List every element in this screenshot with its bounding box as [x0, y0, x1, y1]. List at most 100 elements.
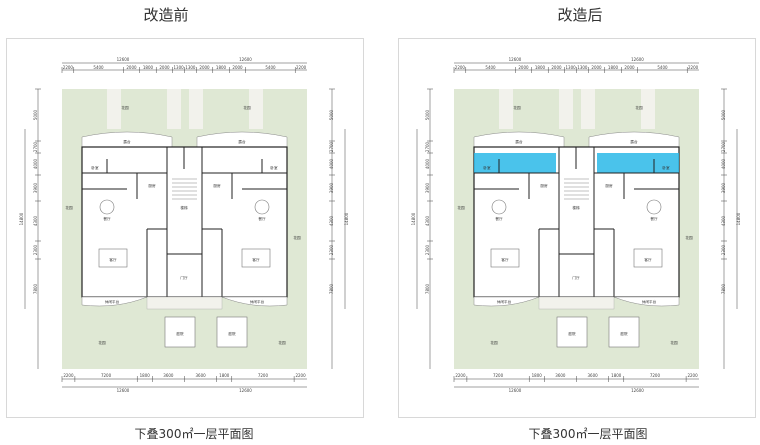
dim-top-seg: 1800	[535, 65, 546, 70]
sofa-set	[241, 248, 271, 268]
highlight-strip-left	[474, 153, 556, 173]
dim-top-seg: 1800	[143, 65, 154, 70]
room-label-garden: 花园	[278, 340, 286, 345]
room-label-leisure: 休闲平台	[105, 299, 120, 304]
garden-path	[167, 89, 181, 129]
dim-top-seg: 2200	[455, 65, 466, 70]
dining-table	[646, 199, 662, 215]
highlight-strip-right	[597, 153, 679, 173]
dim-left-seg: 2300	[425, 244, 430, 255]
dim-left-seg: 2700	[33, 141, 38, 152]
dim-top-seg: 2000	[159, 65, 170, 70]
dim-bottom-total-right: 12600	[239, 388, 252, 393]
room-label-kitchen: 厨房	[148, 183, 156, 188]
dim-right-seg: 5000	[721, 109, 726, 120]
room-label-living: 客厅	[501, 257, 509, 262]
dim-bottom-seg: 2200	[455, 373, 466, 378]
room-label-garden: 花园	[685, 235, 693, 240]
dim-left-seg: 5000	[425, 109, 430, 120]
garden-path	[581, 89, 595, 129]
room-label-kitchen: 厨房	[540, 183, 548, 188]
room-label-garden: 花园	[457, 205, 465, 210]
house-outline	[81, 146, 288, 298]
dim-bottom-seg: 2200	[295, 373, 306, 378]
sofa-set	[633, 248, 663, 268]
dim-left-seg: 2300	[33, 244, 38, 255]
dim-right-seg: 2700	[721, 141, 726, 152]
leisure-right	[221, 296, 288, 307]
dim-right-seg: 2300	[721, 244, 726, 255]
room-label-dining: 餐厅	[650, 216, 658, 221]
before-caption: 下叠300㎡一层平面图	[134, 427, 254, 441]
room-label-bedroom: 卧室	[270, 165, 278, 170]
dim-top-seg: 1300	[174, 65, 185, 70]
dim-bottom-seg: 3600	[196, 373, 207, 378]
room-label-courtyard: 庭院	[176, 331, 184, 336]
entry-path	[538, 296, 615, 310]
dim-left-total: 14800	[19, 212, 24, 225]
dim-left-seg: 4300	[425, 215, 430, 226]
room-label-terrace: 露台	[630, 139, 638, 144]
leisure-left	[473, 296, 540, 307]
dim-left-seg: 2700	[425, 141, 430, 152]
dim-bottom-seg: 3600	[163, 373, 174, 378]
dim-top-seg: 2200	[63, 65, 74, 70]
dim-bottom-seg: 3600	[588, 373, 599, 378]
after-caption: 下叠300㎡一层平面图	[528, 427, 648, 441]
dim-top-seg: 2000	[232, 65, 243, 70]
sofa-set	[98, 248, 128, 268]
room-label-hall: 门厅	[180, 275, 188, 280]
entry-path	[146, 296, 223, 310]
room-label-bedroom: 卧室	[91, 165, 99, 170]
dim-bottom-total-right: 12600	[631, 388, 644, 393]
dim-top-seg: 2200	[688, 65, 699, 70]
dim-right-seg: 7800	[721, 283, 726, 294]
room-label-courtyard: 庭院	[568, 331, 576, 336]
dim-left-seg: 7800	[425, 283, 430, 294]
room-label-dining: 餐厅	[495, 216, 503, 221]
dim-right-seg: 4000	[329, 158, 334, 169]
dim-top-total-left: 12600	[117, 57, 130, 62]
room-label-terrace: 露台	[515, 139, 523, 144]
room-label-dining: 餐厅	[103, 216, 111, 221]
room-label-courtyard: 庭院	[228, 331, 236, 336]
dim-top-seg: 2000	[518, 65, 529, 70]
room-label-leisure: 休闲平台	[497, 299, 512, 304]
garden-path	[189, 89, 203, 129]
dim-top-total-left: 12600	[509, 57, 522, 62]
room-label-living: 客厅	[109, 257, 117, 262]
dim-bottom-seg: 7200	[493, 373, 504, 378]
dim-bottom-seg: 1800	[219, 373, 230, 378]
dim-right-seg: 2300	[329, 244, 334, 255]
dim-bottom-seg: 2200	[687, 373, 698, 378]
room-label-terrace: 露台	[123, 139, 131, 144]
dim-top-seg: 1300	[185, 65, 196, 70]
room-label-stair: 楼梯	[572, 205, 580, 210]
dim-left-seg: 3900	[33, 182, 38, 193]
room-label-garden: 花园	[243, 105, 251, 110]
dim-left-seg: 4300	[33, 215, 38, 226]
courtyard-left	[556, 316, 588, 348]
dim-top-seg: 2000	[126, 65, 137, 70]
room-label-courtyard: 庭院	[620, 331, 628, 336]
dim-bottom-seg: 1800	[611, 373, 622, 378]
dim-top-seg: 1800	[608, 65, 619, 70]
garden-path	[249, 89, 263, 129]
dim-right-seg: 3900	[721, 182, 726, 193]
room-label-garden: 花园	[490, 340, 498, 345]
dim-top-seg: 2200	[296, 65, 307, 70]
dim-bottom-seg: 1800	[140, 373, 151, 378]
room-label-kitchen: 厨房	[213, 183, 221, 188]
dim-top-total-right: 12600	[239, 57, 252, 62]
dim-right-seg: 3900	[329, 182, 334, 193]
room-label-living: 客厅	[252, 257, 260, 262]
dim-bottom-total-left: 12600	[117, 388, 130, 393]
after-title: 改造后	[557, 6, 603, 24]
garden-path	[559, 89, 573, 129]
dim-right-seg: 5000	[329, 109, 334, 120]
dim-bottom-seg: 7200	[258, 373, 269, 378]
dim-left-seg: 3900	[425, 182, 430, 193]
dining-table	[491, 199, 507, 215]
